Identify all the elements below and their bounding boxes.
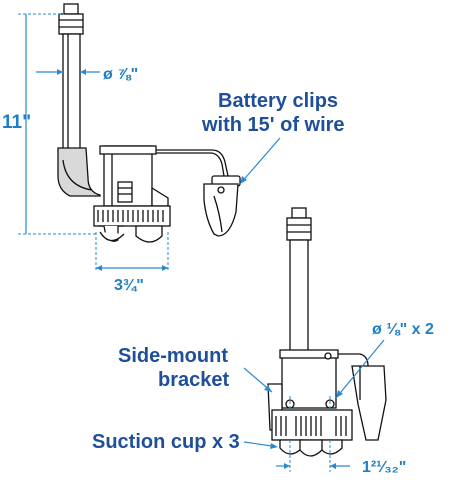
suction-cup-right-1 [279,439,303,455]
suction-callout: Suction cup x 3 [92,431,278,453]
battery-callout-line2: with 15' of wire [201,114,345,136]
bracket-callout-line2: bracket [158,369,229,391]
pump-front-view [267,207,387,457]
battery-callout: Battery clips with 15' of wire [201,90,345,185]
outlet-pipe-2 [289,239,309,353]
hole-diameter-label: ø ⅛" x 2 [372,321,434,338]
battery-clip-2 [351,365,387,441]
pump-side-view [57,3,241,243]
screw-fitting [117,181,133,203]
hole-leader-line [335,339,385,399]
battery-wire [156,149,229,177]
battery-clip-body [203,183,239,237]
suction-leader-line [243,441,273,447]
suction-cup-right-2 [319,439,343,455]
battery-callout-line1: Battery clips [218,90,338,112]
outlet-fitting [58,13,84,35]
pump-top-cap [99,145,157,155]
bracket-callout: Side-mount bracket [118,345,273,393]
outlet-pipe [62,33,81,153]
outlet-cap-2 [291,207,307,219]
right-dimensions: ø ⅛" x 2 1²¹⁄₃₂" [276,321,434,476]
suction-cup-right-3 [299,439,323,457]
left-dimensions: 11" ø ⅞" 3¾" [2,13,169,294]
outlet-elbow [57,147,101,197]
battery-clip-pivot [217,186,225,194]
suction-callout-label: Suction cup x 3 [92,431,240,453]
bracket-callout-line1: Side-mount [118,345,228,367]
battery-leader-line [239,137,281,185]
cup-spacing-label: 1²¹⁄₃₂" [362,459,406,476]
battery-wire-2 [338,353,369,367]
suction-cup-left-3 [99,231,125,242]
outlet-cap [63,3,79,15]
pump-body-2 [281,351,337,409]
side-bracket [151,186,169,207]
outlet-fitting-2 [286,217,312,241]
outlet-diameter-label: ø ⅞" [103,66,138,83]
base-width-label: 3¾" [114,277,144,294]
pump-base-2 [271,409,353,441]
height-label: 11" [2,112,31,133]
suction-cup-left-2 [135,225,163,243]
